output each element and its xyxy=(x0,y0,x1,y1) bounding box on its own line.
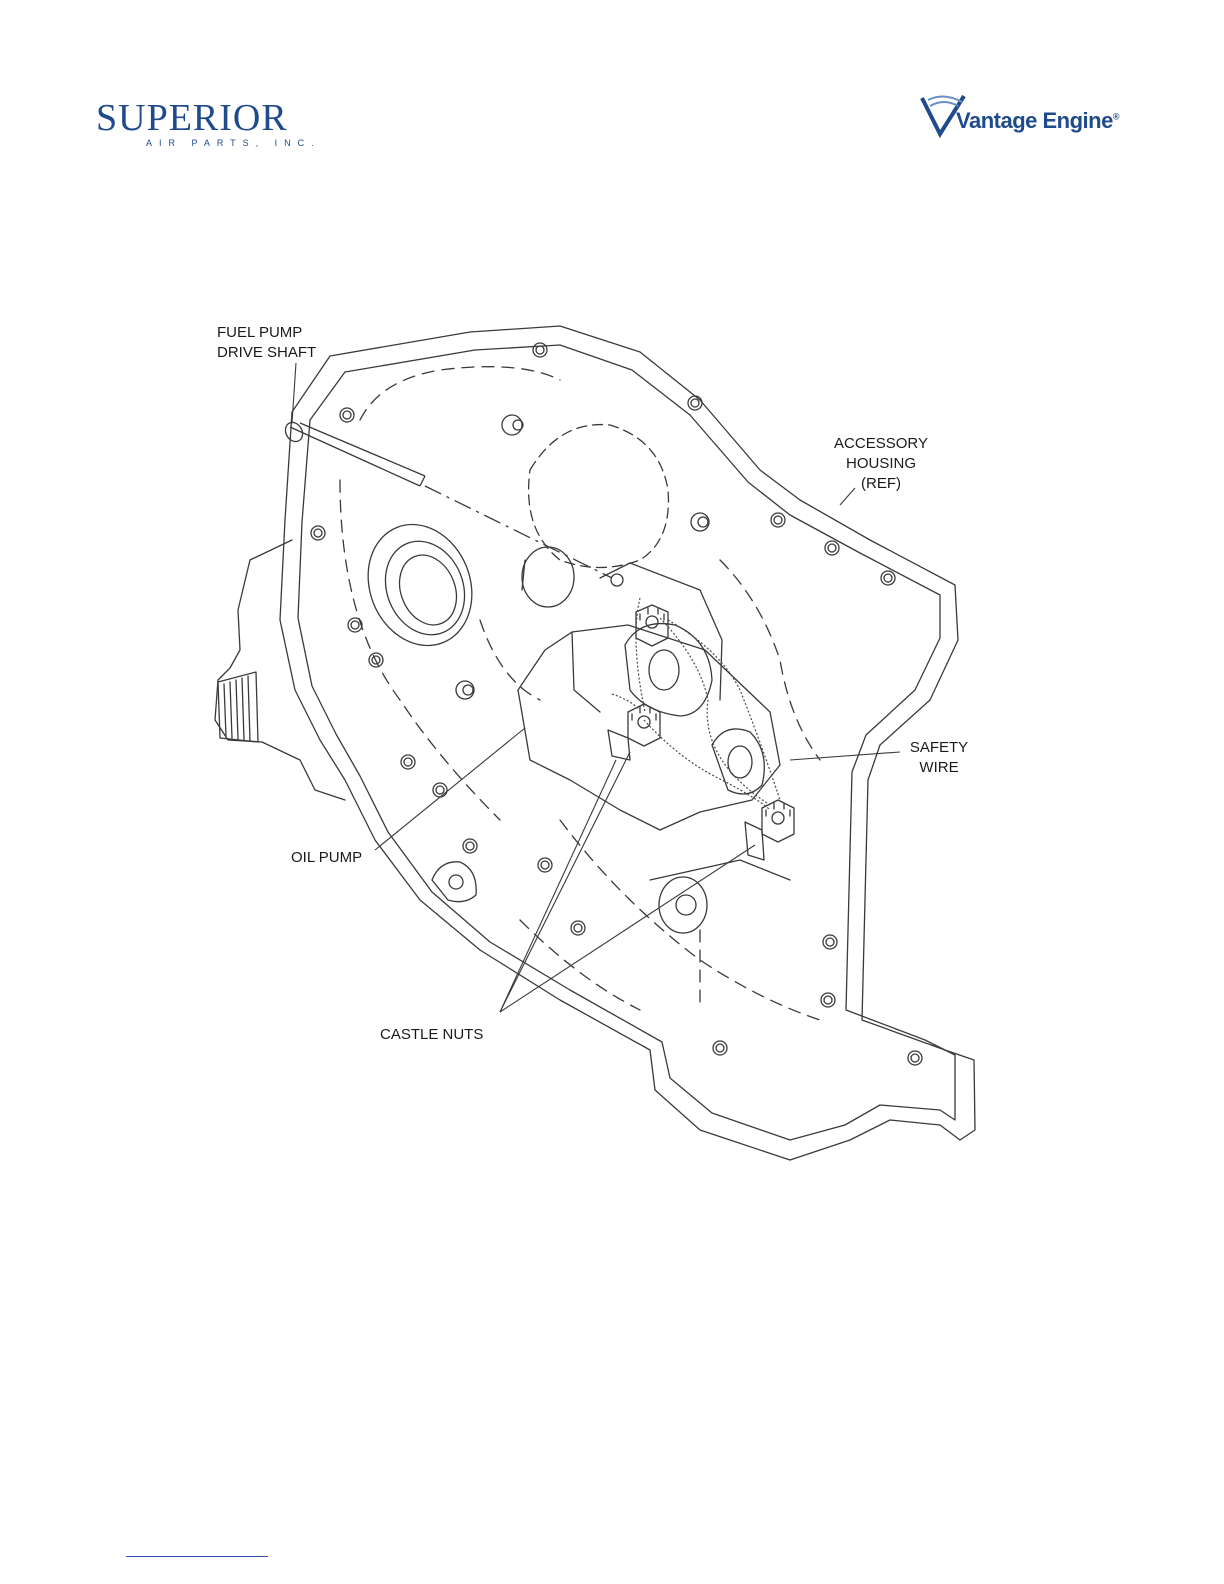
callout-line: ACCESSORY xyxy=(828,434,934,454)
left-body xyxy=(215,540,345,800)
callout-safety-wire: SAFETY WIRE xyxy=(905,738,973,778)
callout-line: (REF) xyxy=(828,474,934,494)
callout-line: FUEL PUMP xyxy=(217,323,316,343)
hidden-lines xyxy=(340,367,820,1020)
fitting-threads xyxy=(224,676,250,741)
gear-bore xyxy=(529,425,669,568)
callout-line: SAFETY xyxy=(905,738,973,758)
callout-line: CASTLE NUTS xyxy=(380,1025,483,1045)
castle-nut-1 xyxy=(636,605,668,646)
seal-bore-mid xyxy=(372,529,478,646)
oil-pump-body xyxy=(518,625,780,830)
callout-oil-pump: OIL PUMP xyxy=(291,848,362,868)
lower-nut-plate xyxy=(712,729,764,794)
callout-accessory-housing: ACCESSORY HOUSING (REF) xyxy=(828,434,934,494)
lower-bore xyxy=(659,877,707,933)
callout-castle-nuts: CASTLE NUTS xyxy=(380,1025,483,1045)
callout-line: HOUSING xyxy=(828,454,934,474)
seal-bore-outer xyxy=(350,509,489,661)
callout-line: OIL PUMP xyxy=(291,848,362,868)
footer-link-underline[interactable] xyxy=(126,1556,268,1557)
lower-fitting xyxy=(432,862,476,902)
callout-fuel-pump-drive-shaft: FUEL PUMP DRIVE SHAFT xyxy=(217,323,316,363)
callout-line: DRIVE SHAFT xyxy=(217,343,316,363)
safety-wire xyxy=(612,598,780,810)
pump-boss xyxy=(600,563,722,700)
castle-nut-2 xyxy=(608,704,660,760)
castle-nut-3 xyxy=(745,800,794,860)
leader-lines xyxy=(292,363,900,1012)
callout-line: WIRE xyxy=(905,758,973,778)
